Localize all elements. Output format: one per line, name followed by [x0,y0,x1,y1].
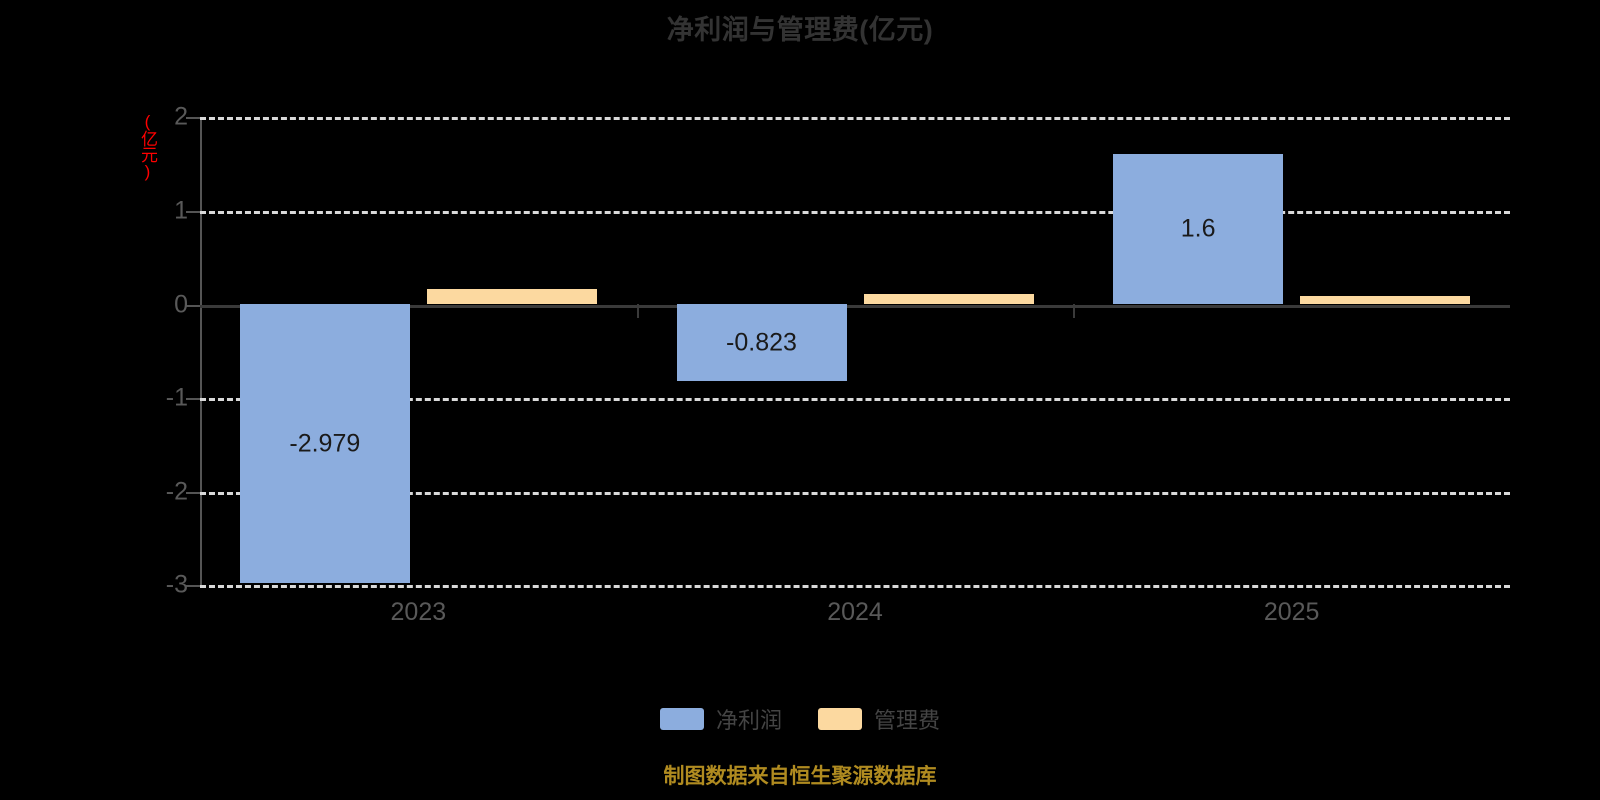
y-tick-label-neg2: -2 [165,477,188,506]
y-tick-mark-0 [186,305,200,307]
bar-admin-expense-2025[interactable] [1300,295,1471,305]
gridline-1 [200,211,1510,214]
x-tick-label-2023: 2023 [390,598,447,626]
legend-item-admin-expense[interactable]: 管理费 [818,703,940,735]
gridline-neg1 [200,398,1510,401]
y-tick-mark-2 [186,117,200,119]
y-tick-mark-neg1 [186,398,200,400]
bar-net-profit-2024[interactable] [676,304,847,382]
x-boundary-tick-0 [636,304,639,319]
y-tick-label-0: 0 [174,290,188,319]
chart-legend: 净利润 管理费 [0,703,1600,735]
plot-area [200,117,1510,588]
gridline-0 [200,305,1510,308]
x-tick-label-2025: 2025 [1263,598,1320,626]
y-tick-label-2: 2 [174,102,188,131]
chart-title: 净利润与管理费(亿元) [666,15,934,45]
y-tick-label-neg3: -3 [165,570,188,599]
gridline-neg3 [200,585,1510,588]
y-axis-title: (亿元) [138,112,157,180]
y-tick-mark-neg2 [186,492,200,494]
bar-value-label-net-profit-2023: -2.979 [289,429,361,458]
y-tick-label-1: 1 [174,196,188,225]
bar-value-label-net-profit-2025: 1.6 [1180,214,1216,243]
bar-net-profit-2025[interactable] [1113,154,1284,305]
legend-swatch-net-profit [659,708,704,730]
bar-admin-expense-2024[interactable] [863,293,1034,305]
y-tick-mark-neg3 [186,585,200,587]
legend-item-net-profit[interactable]: 净利润 [659,703,782,735]
legend-swatch-admin-expense [818,708,862,730]
legend-label-admin-expense: 管理费 [874,708,941,733]
bar-net-profit-2023[interactable] [239,304,410,584]
data-source-note: 制图数据来自恒生聚源数据库 [663,765,937,788]
x-tick-label-2024: 2024 [827,598,883,626]
y-tick-label-neg1: -1 [165,383,188,412]
bar-value-label-net-profit-2024: -0.823 [726,328,797,357]
y-axis-line [200,117,202,585]
gridline-2 [200,117,1510,120]
legend-label-net-profit: 净利润 [715,708,782,733]
x-boundary-tick-1 [1073,304,1076,319]
y-tick-mark-1 [186,211,200,213]
bar-admin-expense-2023[interactable] [426,289,597,305]
gridline-neg2 [200,492,1510,495]
